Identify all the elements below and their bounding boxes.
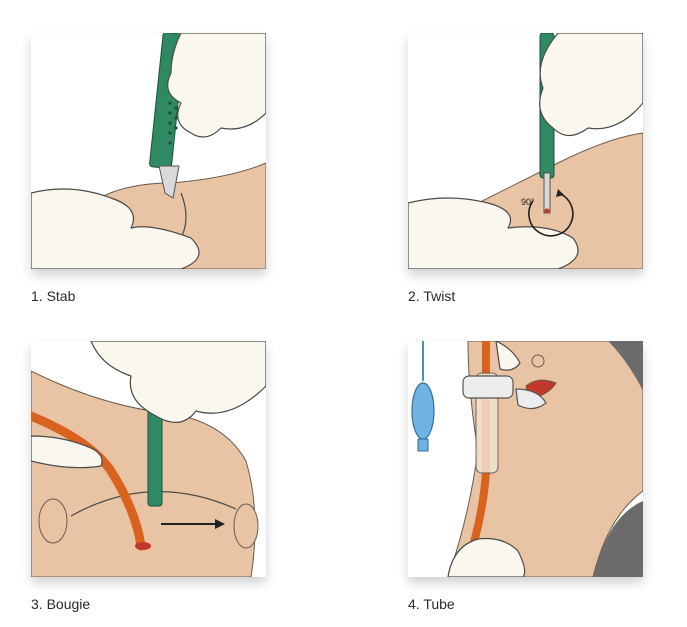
hair: [608, 341, 643, 391]
stab-illustration: [31, 33, 266, 269]
twist-illustration: 90°: [408, 33, 643, 269]
step-2-label: 2. Twist: [408, 288, 456, 304]
step-3-label: 3. Bougie: [31, 596, 91, 612]
pilot-valve: [417, 438, 429, 452]
gloved-fingers-left: [31, 435, 103, 469]
gloved-hand-bottom: [31, 188, 200, 269]
step-1-label: 1. Stab: [31, 288, 76, 304]
tube-connector: [462, 375, 514, 399]
step-4-label: 4. Tube: [408, 596, 455, 612]
tube-tie-clip: [515, 388, 547, 410]
step-1-illustration: [31, 33, 266, 269]
gloved-hand-top: [90, 341, 266, 423]
gloved-hand-top: [167, 33, 266, 138]
shoulder-shadow: [593, 501, 643, 577]
step-3-illustration: [31, 341, 266, 577]
bougie-illustration: [31, 341, 266, 577]
left-ear: [38, 498, 68, 544]
cuff-balloon-icon: [411, 382, 435, 440]
arrowhead-icon: [215, 519, 225, 529]
gloved-fingers-top: [495, 341, 521, 371]
gloved-hand-top: [539, 33, 643, 137]
tube-illustration: [408, 341, 643, 577]
bougie-tube: [31, 411, 146, 551]
arrowhead-icon: [556, 189, 564, 197]
gloved-hand-bottom: [408, 197, 579, 269]
right-ear: [233, 503, 259, 549]
angle-label: 90°: [521, 197, 535, 207]
rotation-arrow-icon: [528, 192, 574, 237]
step-4-illustration: [408, 341, 643, 577]
step-2-illustration: 90°: [408, 33, 643, 269]
gloved-hand-bottom: [447, 537, 526, 577]
incision: [135, 542, 151, 550]
nostril: [531, 354, 545, 368]
